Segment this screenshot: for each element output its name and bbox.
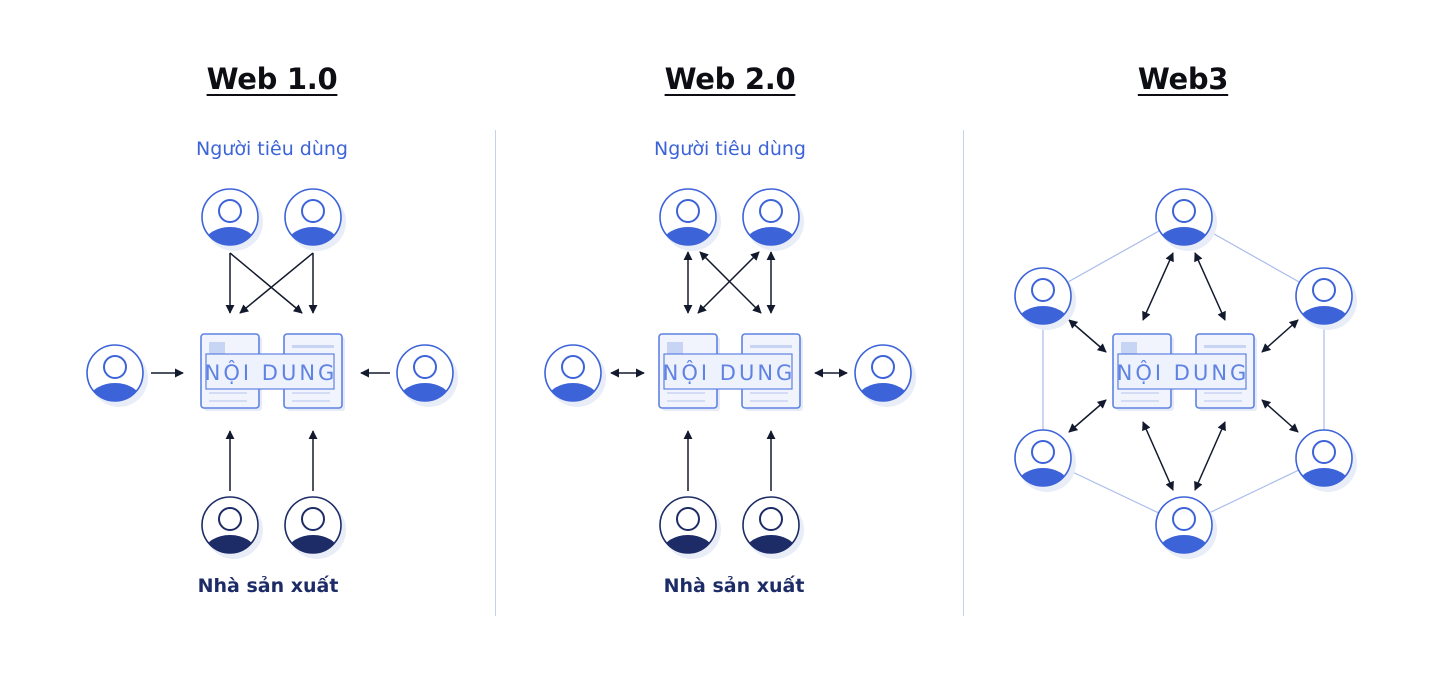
producer-label-web2: Nhà sản xuất: [663, 575, 805, 597]
content-label: NỘI DUNG: [1117, 360, 1250, 385]
panel-title-web2: Web 2.0: [664, 62, 796, 96]
user-web3-top-left: [1014, 267, 1076, 330]
consumer-web1-left: [86, 344, 148, 407]
user-web3-bottom-right: [1295, 429, 1357, 492]
arrow-web3-3: [1261, 319, 1299, 353]
arrow-web3-1: [1142, 252, 1174, 321]
content-web1: NỘI DUNG: [200, 333, 345, 411]
user-web3-top: [1155, 188, 1217, 251]
arrow-web1-2: [229, 252, 303, 314]
arrow-web3-4: [1261, 399, 1299, 433]
user-web3-top-right: [1295, 267, 1357, 330]
producer-web1-b: [284, 496, 346, 559]
panel-title-web1: Web 1.0: [206, 62, 338, 96]
divider-right: [963, 130, 964, 616]
content-web3: NỘI DUNG: [1112, 333, 1257, 411]
arrows: [151, 251, 1299, 491]
panel-title-web3: Web3: [1137, 62, 1229, 96]
consumer-label-web1: Người tiêu dùng: [196, 138, 348, 160]
user-web3-bottom: [1155, 496, 1217, 559]
consumer-web1-a: [201, 188, 263, 251]
consumer-web1-b: [284, 188, 346, 251]
arrow-web3-8: [1068, 319, 1107, 353]
producer-label-web1: Nhà sản xuất: [197, 575, 339, 597]
arrow-web3-2: [1194, 252, 1226, 321]
consumer-web2-right: [854, 344, 916, 407]
consumer-web2-b: [742, 188, 804, 251]
producer-web1-a: [201, 496, 263, 559]
arrow-web1-3: [239, 252, 314, 314]
divider-left: [495, 130, 496, 616]
consumer-label-web2: Người tiêu dùng: [654, 138, 806, 160]
content-label: NỘI DUNG: [663, 360, 796, 385]
users: [86, 188, 1357, 559]
content-blocks: NỘI DUNG NỘI DUNG NỘI DUNG: [200, 333, 1257, 411]
arrow-web3-6: [1142, 421, 1174, 491]
arrow-web3-5: [1194, 421, 1226, 491]
arrow-web3-7: [1068, 399, 1107, 433]
consumer-web2-left: [544, 344, 606, 407]
arrow-web2-2: [699, 251, 762, 314]
arrow-web2-3: [697, 251, 760, 314]
producer-web2-a: [659, 496, 721, 559]
producer-web2-b: [742, 496, 804, 559]
content-label: NỘI DUNG: [205, 360, 338, 385]
consumer-web2-a: [659, 188, 721, 251]
user-web3-bottom-left: [1014, 429, 1076, 492]
content-web2: NỘI DUNG: [658, 333, 803, 411]
consumer-web1-right: [396, 344, 458, 407]
